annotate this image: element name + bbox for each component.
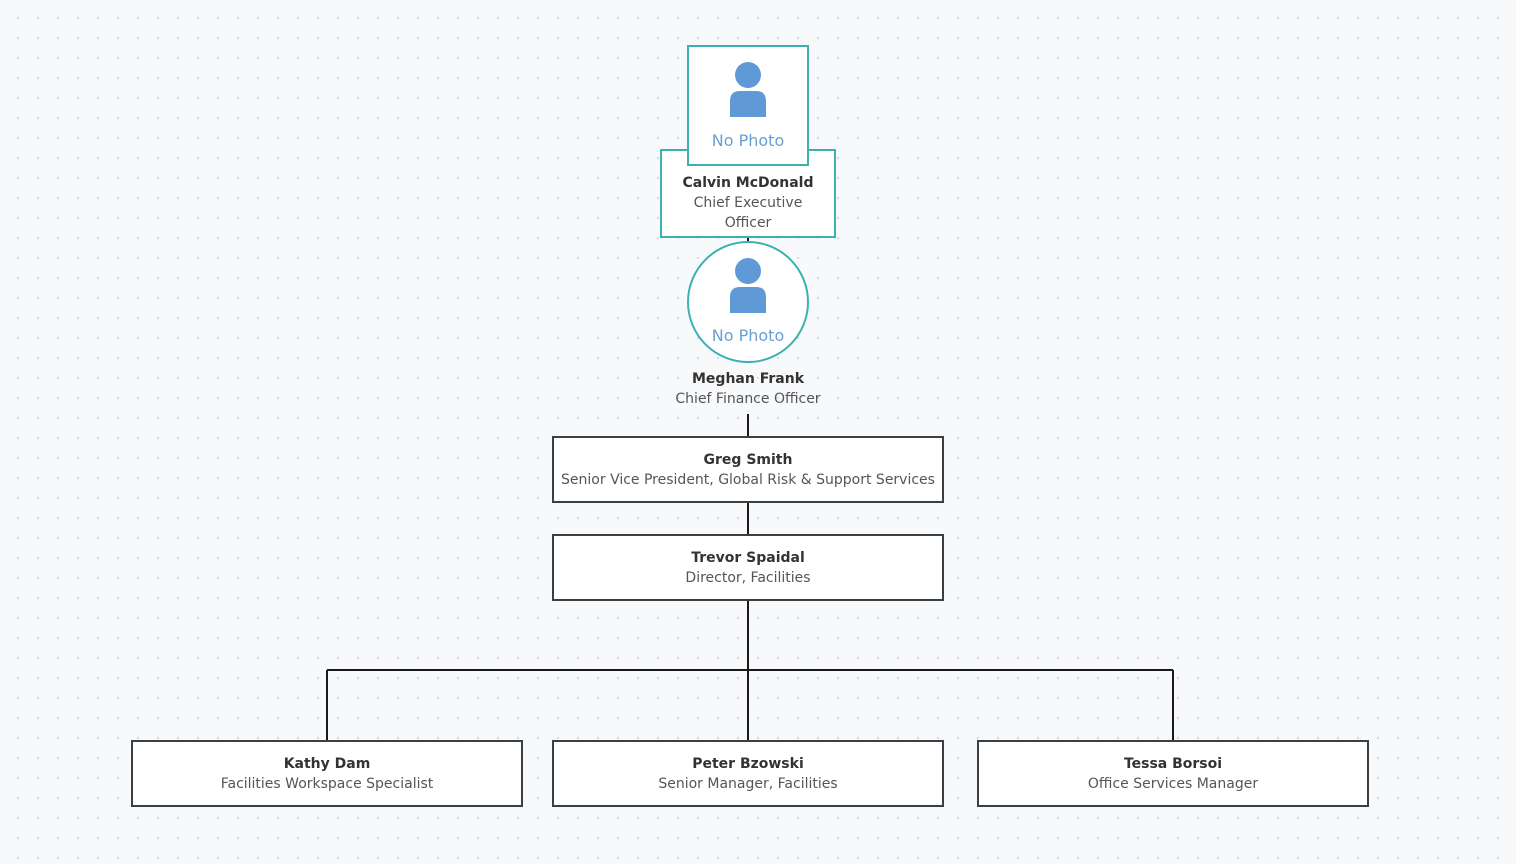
no-photo-label: No Photo xyxy=(711,326,785,345)
director-title: Director, Facilities xyxy=(685,569,811,586)
ceo-title: Chief Executive Officer xyxy=(693,195,803,231)
report-card-3[interactable]: Tessa Borsoi Office Services Manager xyxy=(977,740,1369,807)
cfo-name: Meghan Frank xyxy=(692,371,804,387)
svp-title: Senior Vice President, Global Risk & Sup… xyxy=(561,471,935,488)
svp-name: Greg Smith xyxy=(703,451,793,468)
report1-name: Kathy Dam xyxy=(283,755,371,772)
ceo-name: Calvin McDonald xyxy=(682,175,814,191)
cfo-title: Chief Finance Officer xyxy=(675,391,821,407)
report-card-1[interactable]: Kathy Dam Facilities Workspace Specialis… xyxy=(131,740,523,807)
cfo-card[interactable]: Meghan Frank Chief Finance Officer xyxy=(628,369,868,409)
cfo-photo: No Photo xyxy=(687,241,809,363)
person-icon xyxy=(730,62,766,117)
person-icon xyxy=(730,258,766,313)
ceo-photo: No Photo xyxy=(687,45,809,166)
no-photo-label: No Photo xyxy=(711,131,785,150)
director-name: Trevor Spaidal xyxy=(691,549,805,566)
report-card-2[interactable]: Peter Bzowski Senior Manager, Facilities xyxy=(552,740,944,807)
report3-title: Office Services Manager xyxy=(1087,775,1259,792)
director-card[interactable]: Trevor Spaidal Director, Facilities xyxy=(552,534,944,601)
report3-name: Tessa Borsoi xyxy=(1123,755,1223,772)
report1-title: Facilities Workspace Specialist xyxy=(220,775,434,792)
svp-card[interactable]: Greg Smith Senior Vice President, Global… xyxy=(552,436,944,503)
report2-name: Peter Bzowski xyxy=(692,755,804,772)
report2-title: Senior Manager, Facilities xyxy=(658,775,838,792)
